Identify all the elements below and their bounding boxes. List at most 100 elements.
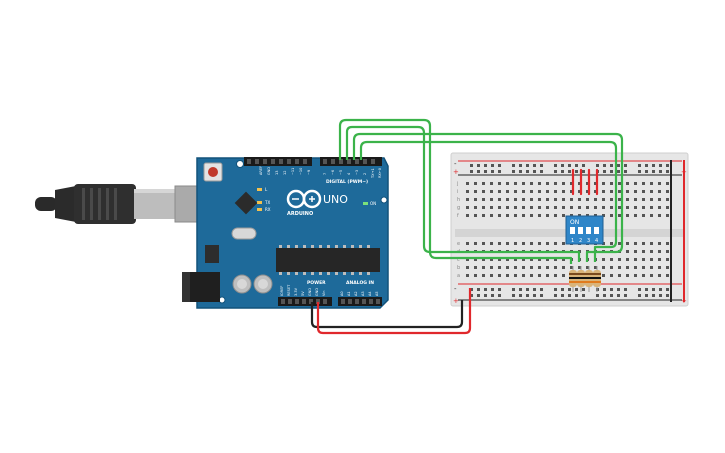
- breadboard-hole[interactable]: [546, 242, 549, 245]
- breadboard-hole[interactable]: [626, 198, 629, 201]
- breadboard-hole[interactable]: [546, 214, 549, 217]
- breadboard-hole[interactable]: [540, 288, 543, 291]
- breadboard-hole[interactable]: [530, 182, 533, 185]
- breadboard-hole[interactable]: [514, 190, 517, 193]
- signal-wire-2[interactable]: [345, 125, 581, 262]
- breadboard-hole[interactable]: [634, 206, 637, 209]
- breadboard-hole[interactable]: [540, 164, 543, 167]
- breadboard-hole[interactable]: [470, 288, 473, 291]
- breadboard-hole[interactable]: [602, 206, 605, 209]
- breadboard-hole[interactable]: [659, 170, 662, 173]
- breadboard-hole[interactable]: [546, 198, 549, 201]
- breadboard-hole[interactable]: [658, 198, 661, 201]
- breadboard-hole[interactable]: [610, 190, 613, 193]
- digital-pin-header[interactable]: [244, 157, 382, 166]
- breadboard-hole[interactable]: [666, 266, 669, 269]
- breadboard-hole[interactable]: [546, 190, 549, 193]
- breadboard-hole[interactable]: [602, 198, 605, 201]
- breadboard-hole[interactable]: [586, 206, 589, 209]
- breadboard-hole[interactable]: [554, 258, 557, 261]
- breadboard-hole[interactable]: [482, 274, 485, 277]
- breadboard-hole[interactable]: [490, 190, 493, 193]
- breadboard-hole[interactable]: [666, 250, 669, 253]
- breadboard-hole[interactable]: [562, 266, 565, 269]
- breadboard-hole[interactable]: [522, 258, 525, 261]
- breadboard-hole[interactable]: [546, 274, 549, 277]
- breadboard-hole[interactable]: [626, 242, 629, 245]
- breadboard-hole[interactable]: [610, 294, 613, 297]
- breadboard-hole[interactable]: [650, 274, 653, 277]
- breadboard-hole[interactable]: [575, 288, 578, 291]
- breadboard-hole[interactable]: [638, 170, 641, 173]
- breadboard-hole[interactable]: [626, 274, 629, 277]
- breadboard-hole[interactable]: [530, 274, 533, 277]
- breadboard-hole[interactable]: [562, 182, 565, 185]
- breadboard-hole[interactable]: [578, 198, 581, 201]
- breadboard-hole[interactable]: [546, 206, 549, 209]
- breadboard-hole[interactable]: [618, 266, 621, 269]
- breadboard-hole[interactable]: [602, 274, 605, 277]
- breadboard-hole[interactable]: [484, 164, 487, 167]
- breadboard-hole[interactable]: [506, 258, 509, 261]
- breadboard-hole[interactable]: [498, 258, 501, 261]
- breadboard-hole[interactable]: [610, 170, 613, 173]
- breadboard-hole[interactable]: [650, 182, 653, 185]
- breadboard-hole[interactable]: [618, 242, 621, 245]
- breadboard-hole[interactable]: [546, 182, 549, 185]
- breadboard-hole[interactable]: [582, 294, 585, 297]
- breadboard-hole[interactable]: [594, 182, 597, 185]
- breadboard-hole[interactable]: [506, 274, 509, 277]
- breadboard-hole[interactable]: [570, 182, 573, 185]
- breadboard-hole[interactable]: [652, 170, 655, 173]
- breadboard-hole[interactable]: [522, 214, 525, 217]
- breadboard-hole[interactable]: [477, 294, 480, 297]
- switch-pullup-jumpers[interactable]: [571, 168, 599, 196]
- breadboard-hole[interactable]: [594, 198, 597, 201]
- breadboard-hole[interactable]: [645, 288, 648, 291]
- arduino-uno-board[interactable]: AREF GND 13 12 ~11 ~10 ~9 7 ~6 ~5 4 ~3 2…: [182, 157, 389, 309]
- breadboard-hole[interactable]: [522, 206, 525, 209]
- breadboard-hole[interactable]: [603, 294, 606, 297]
- breadboard-hole[interactable]: [498, 170, 501, 173]
- breadboard-hole[interactable]: [514, 182, 517, 185]
- breadboard-hole[interactable]: [491, 294, 494, 297]
- breadboard-hole[interactable]: [638, 288, 641, 291]
- breadboard-hole[interactable]: [466, 258, 469, 261]
- breadboard-hole[interactable]: [652, 164, 655, 167]
- breadboard-hole[interactable]: [554, 288, 557, 291]
- breadboard-hole[interactable]: [642, 190, 645, 193]
- breadboard-hole[interactable]: [482, 206, 485, 209]
- breadboard-hole[interactable]: [526, 164, 529, 167]
- breadboard-hole[interactable]: [474, 266, 477, 269]
- breadboard-hole[interactable]: [554, 274, 557, 277]
- breadboard-hole[interactable]: [652, 294, 655, 297]
- breadboard-hole[interactable]: [618, 258, 621, 261]
- breadboard-hole[interactable]: [490, 206, 493, 209]
- breadboard-hole[interactable]: [658, 266, 661, 269]
- breadboard-hole[interactable]: [491, 164, 494, 167]
- breadboard-hole[interactable]: [568, 288, 571, 291]
- breadboard-hole[interactable]: [506, 214, 509, 217]
- breadboard-hole[interactable]: [666, 198, 669, 201]
- breadboard-hole[interactable]: [533, 294, 536, 297]
- breadboard-hole[interactable]: [498, 214, 501, 217]
- breadboard-hole[interactable]: [642, 198, 645, 201]
- breadboard-hole[interactable]: [530, 198, 533, 201]
- resistor[interactable]: [577, 266, 585, 292]
- breadboard-hole[interactable]: [466, 206, 469, 209]
- breadboard-hole[interactable]: [626, 258, 629, 261]
- breadboard-hole[interactable]: [596, 294, 599, 297]
- breadboard-hole[interactable]: [603, 164, 606, 167]
- breadboard-hole[interactable]: [474, 242, 477, 245]
- breadboard-hole[interactable]: [482, 266, 485, 269]
- breadboard-hole[interactable]: [610, 182, 613, 185]
- breadboard-hole[interactable]: [610, 214, 613, 217]
- breadboard-hole[interactable]: [538, 242, 541, 245]
- breadboard-hole[interactable]: [618, 214, 621, 217]
- breadboard-hole[interactable]: [498, 190, 501, 193]
- breadboard-hole[interactable]: [575, 294, 578, 297]
- breadboard-hole[interactable]: [659, 294, 662, 297]
- breadboard-hole[interactable]: [482, 258, 485, 261]
- breadboard-hole[interactable]: [466, 266, 469, 269]
- breadboard-hole[interactable]: [562, 274, 565, 277]
